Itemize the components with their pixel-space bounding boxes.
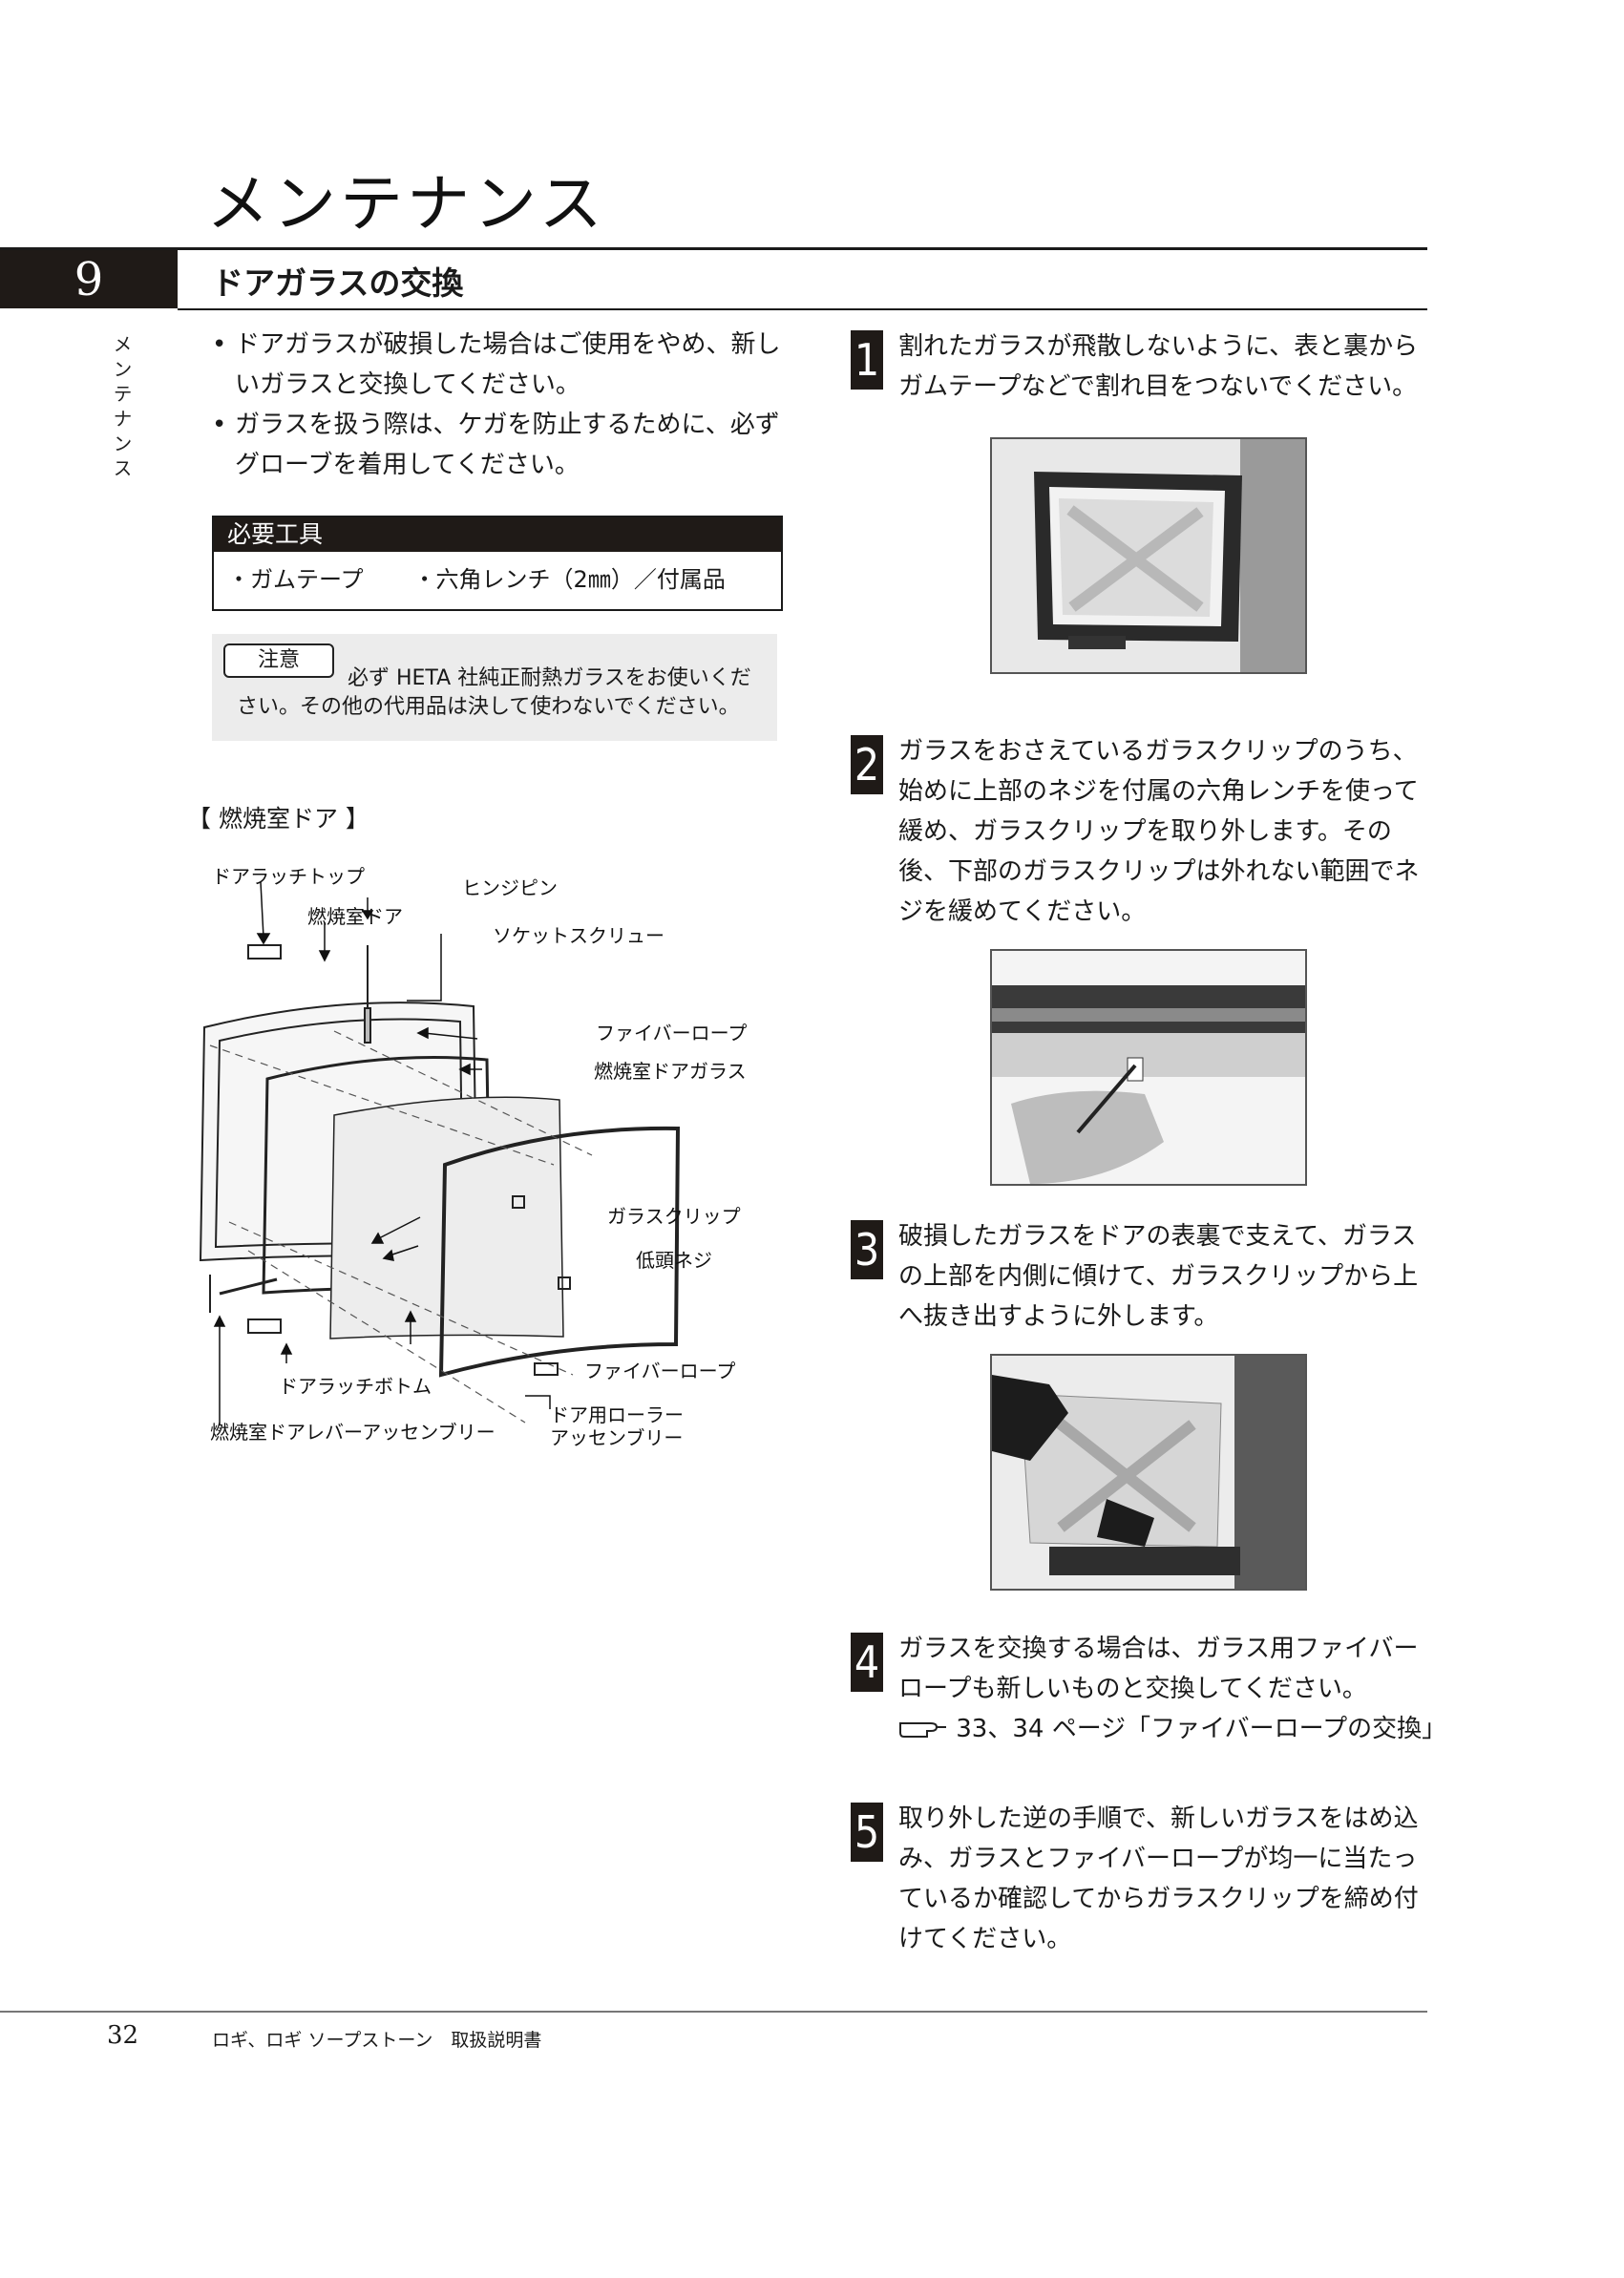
intro-bullet: • ガラスを扱う際は、ケガを防止するために、必ずグローブを着用してください。 — [212, 405, 794, 485]
exploded-view-drawing — [199, 881, 681, 1424]
label-roller-assembly: ドア用ローラー — [550, 1403, 684, 1426]
label-latch-top: ドアラッチトップ — [212, 865, 365, 888]
step-4-text: ガラスを交換する場合は、ガラス用ファイバーロープも新しいものと交換してください。 — [898, 1635, 1419, 1703]
reference-text: 33、34 ページ「ファイバーロープの交換」 — [956, 1715, 1447, 1743]
bullet-dot: • — [212, 411, 227, 439]
label-fiber-rope-top: ファイバーロープ — [596, 1022, 748, 1044]
step-1: 1 割れたガラスが飛散しないように、表と裏からガムテープなどで割れ目をつないでく… — [851, 327, 1433, 412]
bullet-dot: • — [212, 330, 227, 359]
step-text: 取り外した逆の手順で、新しいガラスをはめ込み、ガラスとファイバーロープが均一に当… — [898, 1804, 1419, 1953]
caution-badge: 注意 — [223, 643, 334, 678]
photo-removing-glass — [990, 1354, 1307, 1591]
step-number: 2 — [851, 735, 883, 794]
intro-bullets: • ドアガラスが破損した場合はご使用をやめ、新しいガラスと交換してください。 •… — [212, 325, 794, 485]
intro-bullet: • ドアガラスが破損した場合はご使用をやめ、新しいガラスと交換してください。 — [212, 325, 794, 405]
step-3: 3 破損したガラスをドアの表裏で支えて、ガラスの上部を内側に傾けて、ガラスクリッ… — [851, 1216, 1433, 1340]
step-text: 破損したガラスをドアの表裏で支えて、ガラスの上部を内側に傾けて、ガラスクリップか… — [898, 1222, 1419, 1331]
tools-list: ・ガムテープ ・六角レンチ（2㎜）／付属品 — [214, 552, 781, 607]
caution-text: 必ず HETA 社純正耐熱ガラスをお使いくだ — [348, 666, 751, 690]
label-hinge-pin: ヒンジピン — [462, 876, 558, 899]
header-rule — [0, 247, 1427, 250]
caution-box: 注意 必ず HETA 社純正耐熱ガラスをお使いくだ さい。その他の代用品は決して… — [212, 634, 777, 741]
photo-drawing — [992, 1356, 1305, 1589]
pointing-hand-icon — [899, 1722, 946, 1738]
section-rule — [178, 308, 1427, 310]
chapter-title: メンテナンス — [206, 167, 606, 241]
step-number: 5 — [851, 1803, 883, 1862]
step-2: 2 ガラスをおさえているガラスクリップのうち、始めに上部のネジを付属の六角レンチ… — [851, 731, 1433, 926]
step-number: 4 — [851, 1633, 883, 1692]
label-glass-clip: ガラスクリップ — [607, 1205, 741, 1228]
photo-drawing — [992, 439, 1305, 672]
bullet-text: ドアガラスが破損した場合はご使用をやめ、新しいガラスと交換してください。 — [235, 330, 781, 399]
photo-taped-glass — [990, 437, 1307, 674]
step-4: 4 ガラスを交換する場合は、ガラス用ファイバーロープも新しいものと交換してくださ… — [851, 1629, 1446, 1753]
section-number: 9 — [0, 250, 178, 308]
step-number: 1 — [851, 330, 883, 390]
bullet-text: ガラスを扱う際は、ケガを防止するために、必ずグローブを着用してください。 — [235, 411, 780, 479]
tools-heading: 必要工具 — [214, 517, 781, 552]
footer-rule — [0, 2011, 1427, 2013]
step-number: 3 — [851, 1220, 883, 1279]
step-text: ガラスを交換する場合は、ガラス用ファイバーロープも新しいものと交換してください。… — [898, 1629, 1446, 1749]
step-text: ガラスをおさえているガラスクリップのうち、始めに上部のネジを付属の六角レンチを使… — [898, 737, 1420, 926]
caution-text: さい。その他の代用品は決して使わないでください。 — [237, 695, 740, 719]
step-text: 割れたガラスが飛散しないように、表と裏からガムテープなどで割れ目をつないでくださ… — [898, 332, 1419, 401]
tool-item: ・ガムテープ — [227, 566, 364, 593]
door-exploded-diagram: ドアラッチトップ ヒンジピン 燃焼室ドア ソケットスクリュー ファイバーロープ … — [191, 840, 802, 1461]
photo-drawing — [992, 951, 1305, 1184]
label-fiber-rope-bottom: ファイバーロープ — [584, 1360, 736, 1382]
tool-item: ・六角レンチ（2㎜）／付属品 — [412, 566, 726, 593]
label-socket-screw: ソケットスクリュー — [493, 924, 664, 947]
label-roller-assembly-2: アッセンブリー — [550, 1426, 684, 1449]
label-door: 燃焼室ドア — [307, 905, 403, 928]
label-lever-assembly: 燃焼室ドアレバーアッセンブリー — [210, 1421, 496, 1444]
page-reference: 33、34 ページ「ファイバーロープの交換」 — [898, 1709, 1446, 1749]
page-number: 32 — [107, 2021, 139, 2050]
required-tools-box: 必要工具 ・ガムテープ ・六角レンチ（2㎜）／付属品 — [212, 516, 783, 611]
photo-glass-clip — [990, 949, 1307, 1186]
label-low-head-screw: 低頭ネジ — [636, 1249, 712, 1272]
side-chapter-label: メンテナンス — [110, 334, 133, 483]
label-latch-bottom: ドアラッチボトム — [279, 1375, 432, 1398]
step-5: 5 取り外した逆の手順で、新しいガラスをはめ込み、ガラスとファイバーロープが均一… — [851, 1799, 1433, 1967]
section-title: ドアガラスの交換 — [212, 264, 464, 302]
label-door-glass: 燃焼室ドアガラス — [594, 1060, 747, 1083]
diagram-caption: 【 燃焼室ドア 】 — [187, 805, 369, 833]
manual-title: ロギ、ロギ ソープストーン 取扱説明書 — [212, 2030, 542, 2051]
